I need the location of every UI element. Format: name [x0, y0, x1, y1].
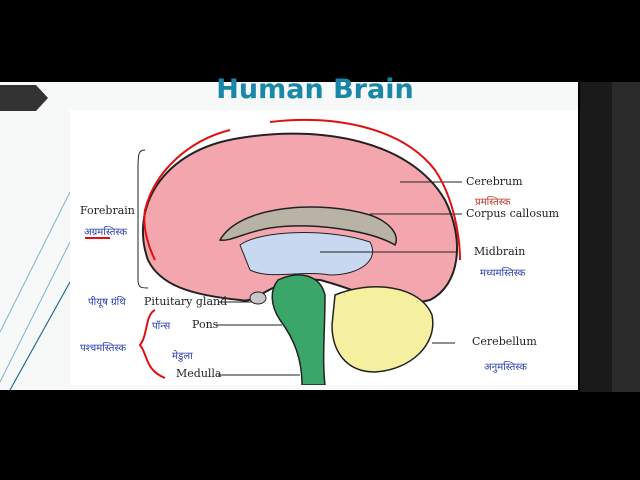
label-forebrain-hindi: अग्रमस्तिस्क [84, 227, 128, 238]
label-medulla: Medulla [176, 367, 222, 380]
slide-title: Human Brain [216, 74, 414, 105]
label-pituitary-hindi: पीयूष ग्रंथि [88, 297, 126, 308]
label-cerebrum: Cerebrum [466, 175, 523, 188]
label-forebrain: Forebrain [80, 204, 135, 217]
label-midbrain: Midbrain [474, 245, 526, 258]
red-annotations [85, 119, 461, 379]
corpus-callosum [218, 206, 397, 247]
label-pons: Pons [192, 318, 219, 331]
decorative-lines [0, 191, 70, 390]
label-pituitary: Pituitary gland [144, 295, 228, 308]
pituitary [249, 291, 267, 305]
label-cerebrum-hindi: प्रमस्तिस्क [475, 197, 511, 208]
slide-arrow-tab [0, 85, 48, 111]
brain-diagram: Forebrain अग्रमस्तिस्क Cerebrum प्रमस्ति… [70, 110, 578, 385]
label-cerebellum: Cerebellum [472, 335, 537, 348]
label-cerebellum-hindi: अनुमस्तिस्क [484, 362, 527, 373]
background-panel [612, 82, 640, 392]
label-medulla-hindi: मेडुला [172, 351, 193, 362]
ventricle [239, 232, 373, 276]
cerebellum [331, 286, 434, 373]
label-pons-hindi: पॉन्स [152, 321, 171, 332]
label-corpus-callosum: Corpus callosum [466, 207, 560, 220]
label-midbrain-hindi: मध्यमस्तिस्क [480, 268, 526, 279]
brainstem [271, 274, 326, 385]
label-hindbrain-hindi: पश्चमस्तिस्क [80, 343, 127, 354]
pointer-lines [137, 149, 462, 376]
